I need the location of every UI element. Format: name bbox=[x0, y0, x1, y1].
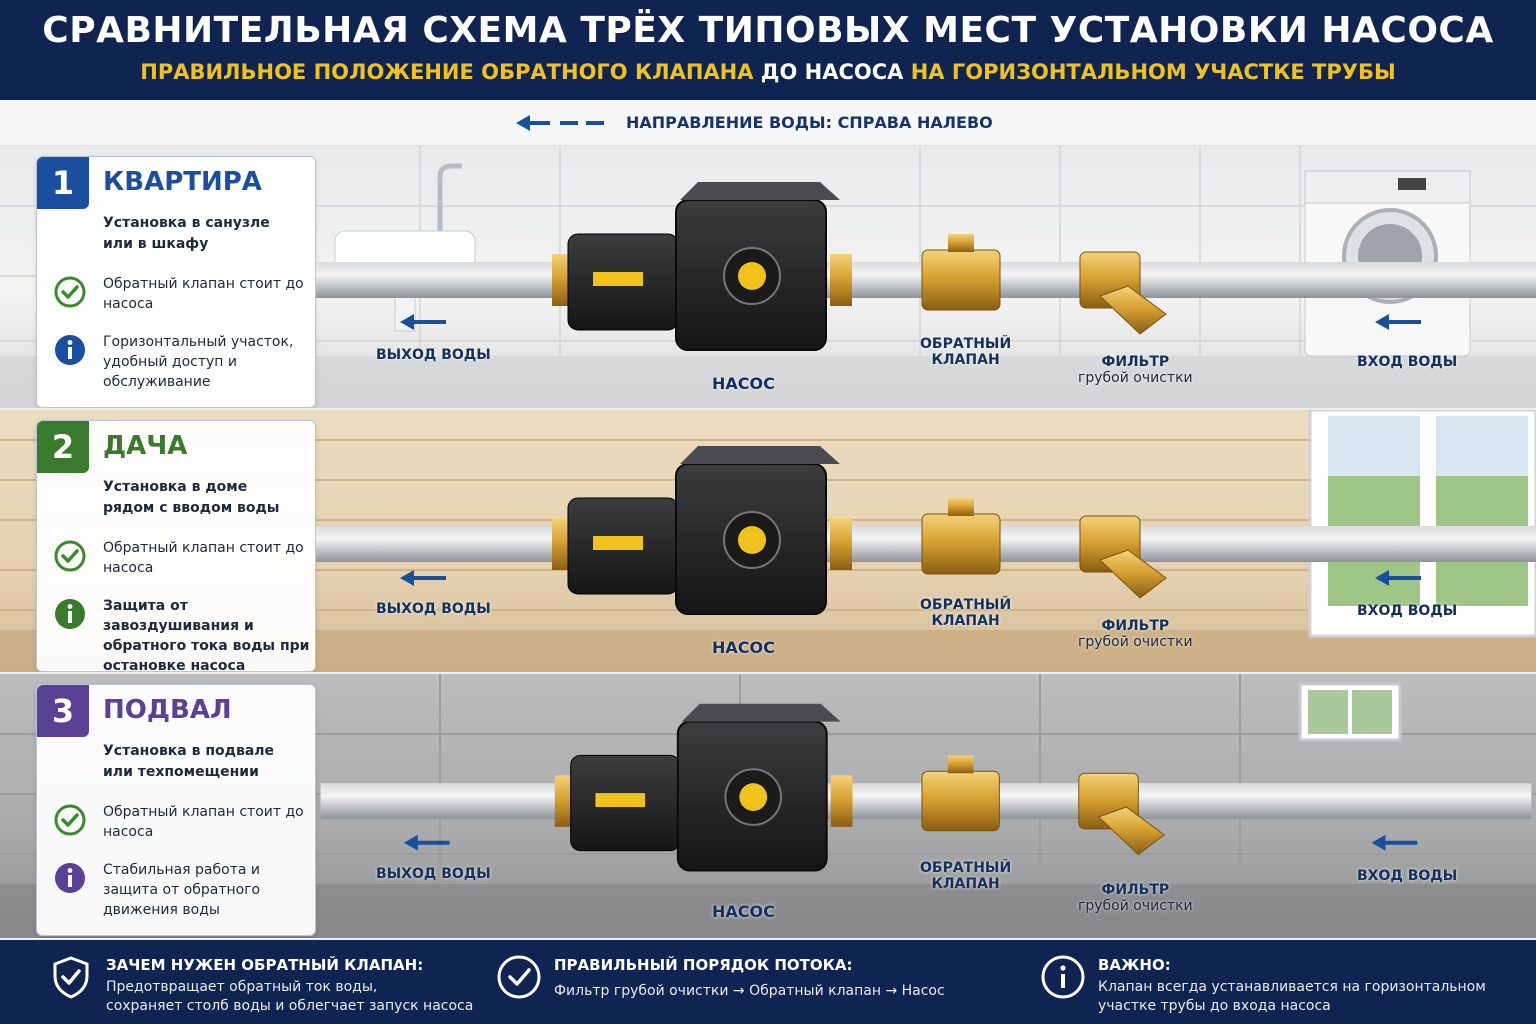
card-apartment: 1 КВАРТИРА Установка в санузле или в шка… bbox=[36, 156, 316, 408]
footer-block-flow-order: ПРАВИЛЬНЫЙ ПОРЯДОК ПОТОКА: Фильтр грубой… bbox=[496, 940, 996, 1024]
pump-icon bbox=[570, 703, 841, 872]
info-text: Стабильная работа и защита от обратного … bbox=[103, 862, 261, 918]
check-text: Обратный клапан стоит до насоса bbox=[103, 540, 304, 576]
inlet-label: ВХОД ВОДЫ bbox=[1357, 354, 1458, 370]
row-dacha: 2 ДАЧА Установка в доме рядом с вводом в… bbox=[0, 410, 1536, 672]
page-title: СРАВНИТЕЛЬНАЯ СХЕМА ТРЁХ ТИПОВЫХ МЕСТ УС… bbox=[42, 10, 1494, 51]
flow-direction-label: НАПРАВЛЕНИЕ ВОДЫ: СПРАВА НАЛЕВО bbox=[626, 113, 993, 132]
basement-window-icon bbox=[1298, 682, 1402, 742]
pump-label: НАСОС bbox=[712, 638, 775, 657]
footer-heading: ПРАВИЛЬНЫЙ ПОРЯДОК ПОТОКА: bbox=[554, 956, 853, 974]
pipeline-diagram bbox=[316, 446, 1536, 615]
pump-label: НАСОС bbox=[712, 374, 775, 393]
info-circle-icon bbox=[55, 599, 85, 629]
page-subtitle: ПРАВИЛЬНОЕ ПОЛОЖЕНИЕ ОБРАТНОГО КЛАПАНА Д… bbox=[0, 60, 1536, 84]
card-basement: 3 ПОДВАЛ Установка в подвале или техпоме… bbox=[36, 684, 316, 936]
info-text: Защита от завоздушивания и обратного ток… bbox=[103, 598, 310, 672]
info-circle-icon bbox=[1041, 955, 1085, 999]
check-circle-icon bbox=[54, 804, 86, 836]
footer-heading: ВАЖНО: bbox=[1098, 956, 1171, 974]
footer-block-important: ВАЖНО: Клапан всегда устанавливается на … bbox=[1040, 940, 1520, 1024]
inlet-arrow-icon bbox=[1371, 834, 1418, 851]
row-apartment: 1 КВАРТИРА Установка в санузле или в шка… bbox=[0, 146, 1536, 408]
check-circle-icon bbox=[54, 276, 86, 308]
row-number-badge: 2 bbox=[37, 421, 89, 473]
subtitle-part-2: ДО НАСОСА bbox=[760, 60, 904, 84]
footer-notes: ЗАЧЕМ НУЖЕН ОБРАТНЫЙ КЛАПАН: Предотвраща… bbox=[0, 940, 1536, 1024]
strainer-filter-icon bbox=[1079, 251, 1167, 335]
row-place: Установка в санузле или в шкафу bbox=[103, 215, 270, 252]
info-text: Горизонтальный участок, удобный доступ и… bbox=[103, 334, 294, 390]
pipeline-diagram bbox=[320, 703, 1532, 872]
footer-text: Предотвращает обратный ток воды,сохраняе… bbox=[106, 979, 474, 1014]
inlet-label: ВХОД ВОДЫ bbox=[1357, 603, 1458, 619]
check-text: Обратный клапан стоит до насоса bbox=[103, 276, 304, 312]
header-banner: СРАВНИТЕЛЬНАЯ СХЕМА ТРЁХ ТИПОВЫХ МЕСТ УС… bbox=[0, 0, 1536, 100]
subtitle-part-3: НА ГОРИЗОНТАЛЬНОМ УЧАСТКЕ ТРУБЫ bbox=[903, 60, 1396, 84]
window-icon bbox=[1308, 410, 1536, 638]
row-number-badge: 1 bbox=[37, 157, 89, 209]
outlet-label: ВЫХОД ВОДЫ bbox=[376, 347, 491, 363]
info-circle-icon bbox=[55, 863, 85, 893]
pipeline-diagram bbox=[316, 182, 1536, 351]
outlet-label: ВЫХОД ВОДЫ bbox=[376, 866, 491, 882]
inlet-arrow-icon bbox=[1375, 314, 1421, 330]
subtitle-part-1: ПРАВИЛЬНОЕ ПОЛОЖЕНИЕ ОБРАТНОГО КЛАПАНА bbox=[140, 60, 761, 84]
card-dacha: 2 ДАЧА Установка в доме рядом с вводом в… bbox=[36, 420, 316, 672]
pump-icon bbox=[567, 446, 840, 615]
footer-block-why-valve: ЗАЧЕМ НУЖЕН ОБРАТНЫЙ КЛАПАН: Предотвраща… bbox=[48, 940, 488, 1024]
row-title: КВАРТИРА bbox=[103, 167, 262, 197]
check-valve-icon bbox=[921, 498, 1001, 575]
outlet-arrow-icon bbox=[403, 834, 450, 851]
check-valve-icon bbox=[921, 234, 1001, 311]
outlet-arrow-icon bbox=[400, 314, 446, 330]
row-title: ПОДВАЛ bbox=[103, 695, 232, 725]
row-place: Установка в доме рядом с вводом воды bbox=[103, 479, 280, 516]
inlet-arrow-icon bbox=[1375, 570, 1421, 586]
strainer-filter-icon bbox=[1079, 515, 1167, 599]
info-circle-icon bbox=[55, 335, 85, 365]
row-number-badge: 3 bbox=[37, 685, 89, 737]
pump-icon bbox=[567, 182, 840, 351]
check-circle-icon bbox=[497, 955, 541, 999]
sink-icon bbox=[334, 163, 476, 332]
footer-text: Фильтр грубой очистки → Обратный клапан … bbox=[554, 983, 945, 999]
direction-strip: НАПРАВЛЕНИЕ ВОДЫ: СПРАВА НАЛЕВО bbox=[0, 100, 1536, 146]
row-place: Установка в подвале или техпомещении bbox=[103, 743, 275, 780]
check-circle-icon bbox=[54, 540, 86, 572]
footer-text: Клапан всегда устанавливается на горизон… bbox=[1098, 979, 1486, 1014]
outlet-arrow-icon bbox=[400, 570, 446, 586]
check-valve-icon bbox=[921, 755, 1000, 832]
inlet-label: ВХОД ВОДЫ bbox=[1357, 868, 1458, 884]
flow-direction-arrow-icon bbox=[516, 115, 604, 131]
footer-heading: ЗАЧЕМ НУЖЕН ОБРАТНЫЙ КЛАПАН: bbox=[106, 956, 424, 974]
row-basement: 3 ПОДВАЛ Установка в подвале или техпоме… bbox=[0, 674, 1536, 938]
outlet-label: ВЫХОД ВОДЫ bbox=[376, 601, 491, 617]
check-text: Обратный клапан стоит до насоса bbox=[103, 804, 304, 840]
pump-label: НАСОС bbox=[712, 902, 775, 921]
row-title: ДАЧА bbox=[103, 431, 188, 461]
strainer-filter-icon bbox=[1078, 772, 1165, 856]
shield-check-icon bbox=[53, 956, 89, 999]
